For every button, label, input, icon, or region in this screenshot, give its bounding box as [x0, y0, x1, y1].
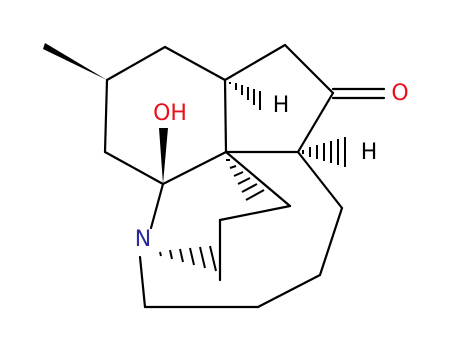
- bond-ring-a1: [103, 78, 109, 154]
- wedge-bonds: [43, 43, 168, 184]
- bond-ring-a5: [161, 150, 228, 186]
- bond-chain-2: [318, 206, 344, 277]
- bond-c-n: [149, 182, 165, 230]
- hash-n-3: [179, 248, 184, 263]
- hash-n-4: [189, 247, 195, 266]
- bonds: [103, 43, 386, 309]
- hash-n-2: [169, 249, 173, 260]
- atom-labels: OH O N H H: [135, 81, 409, 252]
- bond-ring-a2: [163, 45, 227, 82]
- wedge-hydroxyl: [159, 128, 168, 184]
- hash-n-5: [199, 246, 206, 269]
- bond-bridge-1: [224, 150, 292, 208]
- bond-ring-b2: [283, 43, 335, 95]
- bond-chain-1: [296, 150, 344, 210]
- bond-bridge-2: [218, 204, 292, 222]
- bond-chain-3: [256, 273, 322, 309]
- bond-ring-b3: [296, 91, 335, 154]
- hash-bridge-6: [245, 189, 265, 201]
- hash-bridge-3: [233, 171, 244, 177]
- hash-bridge-2: [229, 165, 237, 169]
- hydroxyl-label: OH: [153, 101, 187, 126]
- hash-bonds: [159, 82, 346, 272]
- bond-ring-a3: [103, 150, 165, 186]
- hash-n-1: [159, 251, 162, 257]
- hydrogen-label-right: H: [361, 140, 378, 165]
- bond-ring-a4: [223, 78, 228, 154]
- wedge-methyl: [43, 43, 107, 80]
- bond-methyl: [105, 45, 167, 82]
- hash-n-6: [209, 245, 217, 272]
- hash-bridge-5: [241, 183, 258, 193]
- bond-ring-b1: [223, 43, 287, 82]
- carbonyl-oxygen-label: O: [391, 81, 408, 106]
- hash-bridge-4: [237, 177, 251, 185]
- hydrogen-label-upper: H: [273, 93, 290, 118]
- bond-chain-5: [138, 255, 147, 309]
- nitrogen-label: N: [135, 227, 151, 252]
